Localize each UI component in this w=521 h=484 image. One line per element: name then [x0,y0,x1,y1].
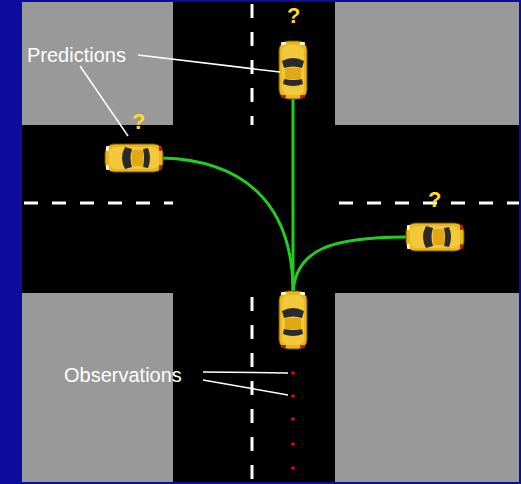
block [335,293,519,482]
callout-label: Observations [64,364,182,387]
car [406,223,464,251]
predicted-paths [162,98,406,292]
leader-lines [80,55,288,395]
car [105,144,163,172]
block [22,293,173,482]
car [279,41,307,99]
road [22,2,519,482]
callout-label: Predictions [27,44,126,67]
uncertainty-mark: ? [132,109,145,135]
uncertainty-mark: ? [287,3,300,29]
car [279,291,307,349]
block [22,2,173,125]
lane-markings [24,4,519,482]
uncertainty-mark: ? [428,187,441,213]
observation-dots [291,371,295,470]
block [335,2,519,125]
